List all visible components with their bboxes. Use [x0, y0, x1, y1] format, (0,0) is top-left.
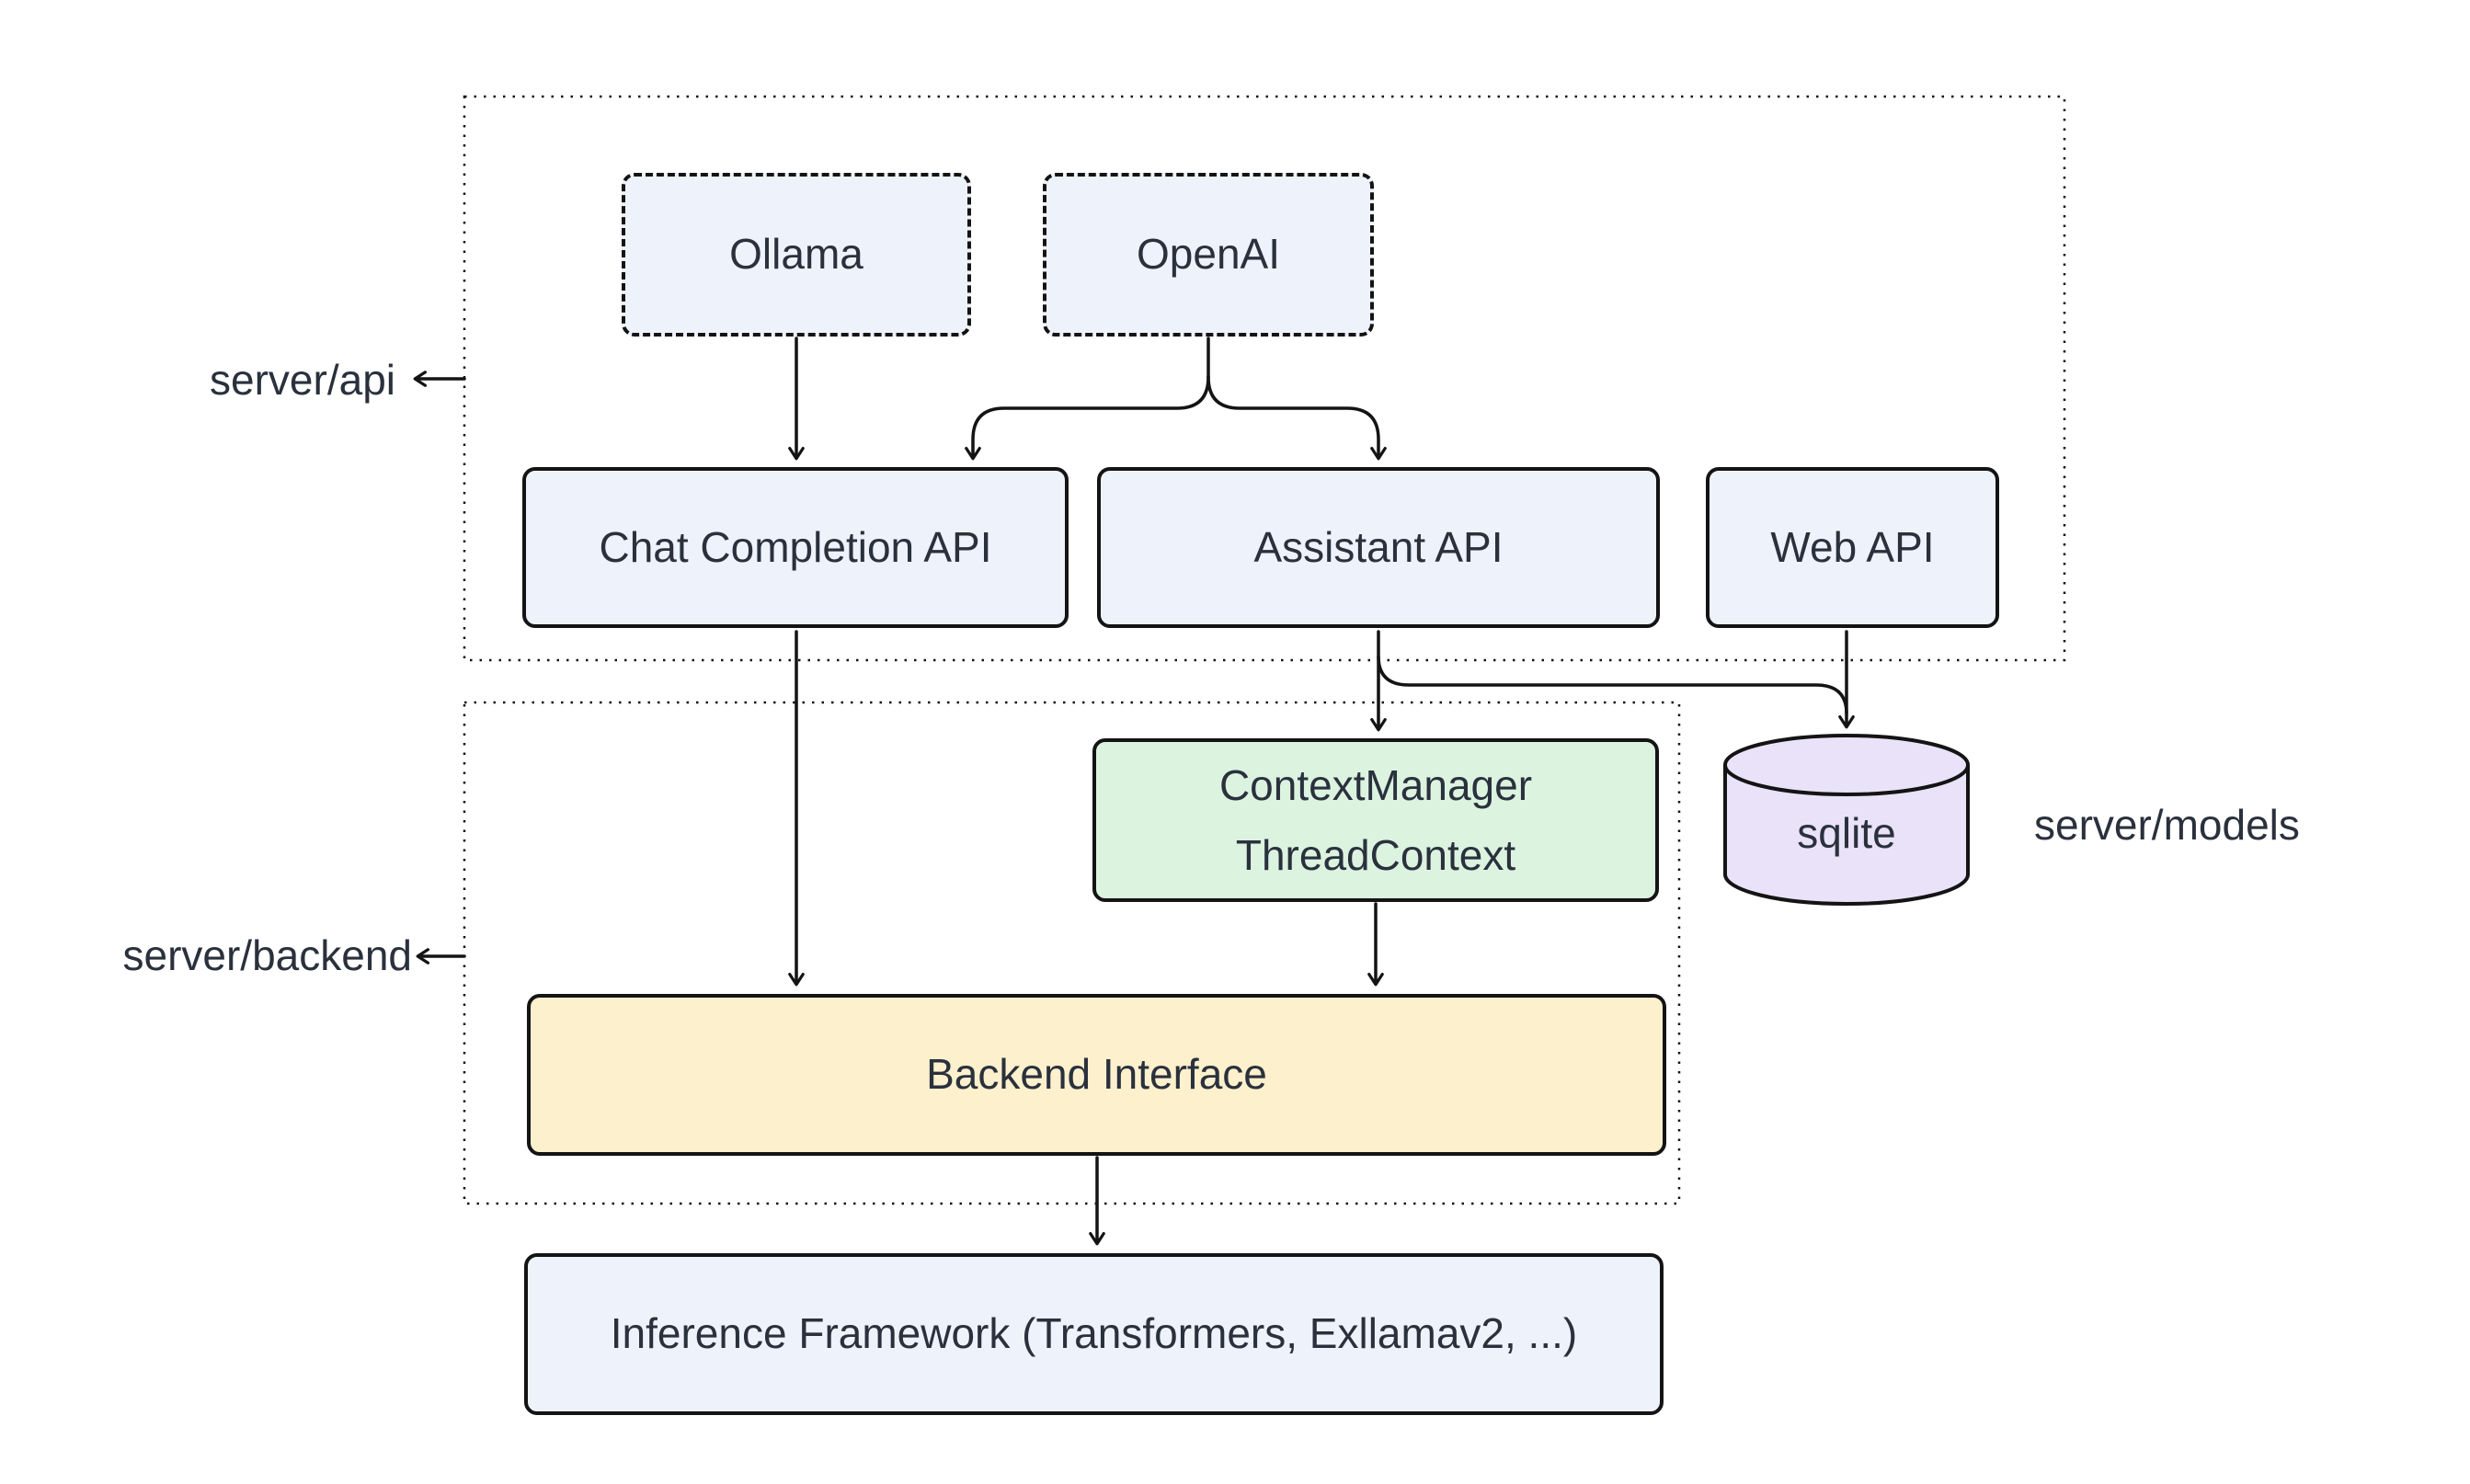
edge-openai-to-chat-completion [965, 375, 1210, 461]
node-web-api-label: Web API [1770, 522, 1935, 571]
sqlite-cylinder [1723, 734, 1970, 906]
node-openai-label: OpenAI [1137, 230, 1280, 279]
node-assistant-api-label: Assistant API [1253, 522, 1504, 571]
sqlite-text: sqlite [1797, 809, 1896, 857]
edge-assistant-to-sqlite-branch [1377, 655, 1848, 715]
node-web-api: Web API [1706, 467, 1999, 628]
sqlite-cylinder-top [1723, 734, 1970, 796]
server-api-label: server/api [210, 356, 395, 404]
node-ollama: Ollama [622, 173, 971, 337]
edge-openai-to-assistant [1206, 375, 1387, 461]
node-inference-framework: Inference Framework (Transformers, Exlla… [524, 1253, 1664, 1415]
server-backend-label: server/backend [122, 931, 413, 979]
sqlite-cylinder-body [1723, 765, 1970, 906]
node-context-manager: ContextManager ThreadContext [1092, 738, 1659, 902]
node-inference-framework-label: Inference Framework (Transformers, Exlla… [610, 1309, 1578, 1358]
node-chat-completion-api: Chat Completion API [522, 467, 1069, 628]
node-openai: OpenAI [1043, 173, 1374, 337]
node-assistant-api: Assistant API [1097, 467, 1660, 628]
node-context-manager-line1: ContextManager [1218, 760, 1533, 809]
node-context-manager-line2: ThreadContext [1235, 831, 1516, 879]
node-sqlite-label: sqlite [1725, 769, 1968, 897]
node-ollama-label: Ollama [729, 230, 863, 279]
node-backend-interface: Backend Interface [527, 994, 1666, 1156]
server-models-label: server/models [2034, 801, 2300, 849]
node-chat-completion-api-label: Chat Completion API [599, 522, 992, 571]
node-backend-interface-label: Backend Interface [926, 1050, 1267, 1099]
